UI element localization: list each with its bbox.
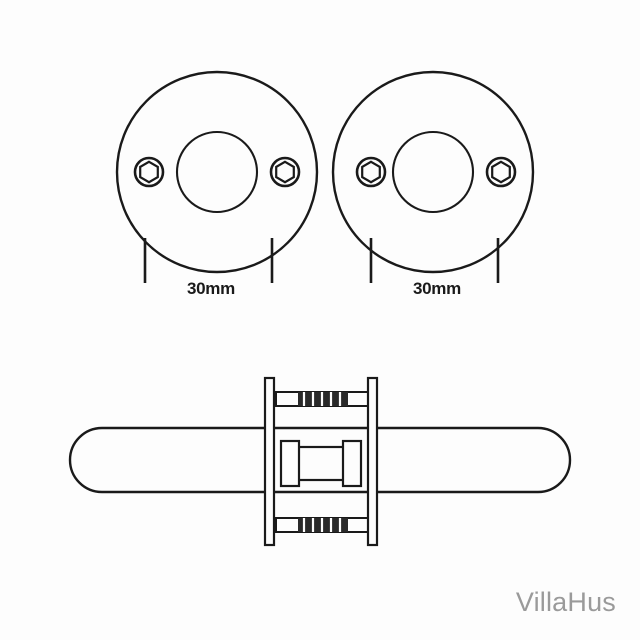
rose-plate-right	[366, 376, 379, 547]
screw-hole-right-west	[355, 156, 387, 188]
screw-hole-left-west	[133, 156, 165, 188]
hex-socket-icon	[275, 160, 295, 184]
screw-hole-outer-circle	[485, 156, 517, 188]
screw-hole-left-east	[269, 156, 301, 188]
spindle-collar-right	[341, 439, 363, 488]
lever-side-profile-view	[68, 376, 572, 547]
spindle-hole-circle-left	[175, 130, 259, 214]
hex-socket-icon	[491, 160, 511, 184]
spindle-collar-left	[279, 439, 301, 488]
fixing-screw-lower	[275, 517, 373, 533]
rose-outer-circle-right	[331, 70, 535, 274]
dimension-label-right-rose: 30mm	[413, 279, 461, 298]
dimension-label-left-rose: 30mm	[187, 279, 235, 298]
hex-socket-icon	[361, 160, 381, 184]
screw-hole-outer-circle	[269, 156, 301, 188]
rose-face-view-right	[331, 70, 535, 283]
watermark-villahus: VillaHus	[515, 587, 616, 617]
spindle-assembly	[279, 439, 363, 488]
rose-plate-left	[263, 376, 276, 547]
screw-hole-outer-circle	[355, 156, 387, 188]
screw-hole-right-east	[485, 156, 517, 188]
screw-hole-outer-circle	[133, 156, 165, 188]
spindle-shaft	[294, 445, 348, 482]
hex-socket-icon	[139, 160, 159, 184]
rose-face-view-left	[115, 70, 319, 283]
rose-outer-circle-left	[115, 70, 319, 274]
spindle-hole-circle-right	[391, 130, 475, 214]
fixing-screw-upper	[275, 391, 373, 407]
